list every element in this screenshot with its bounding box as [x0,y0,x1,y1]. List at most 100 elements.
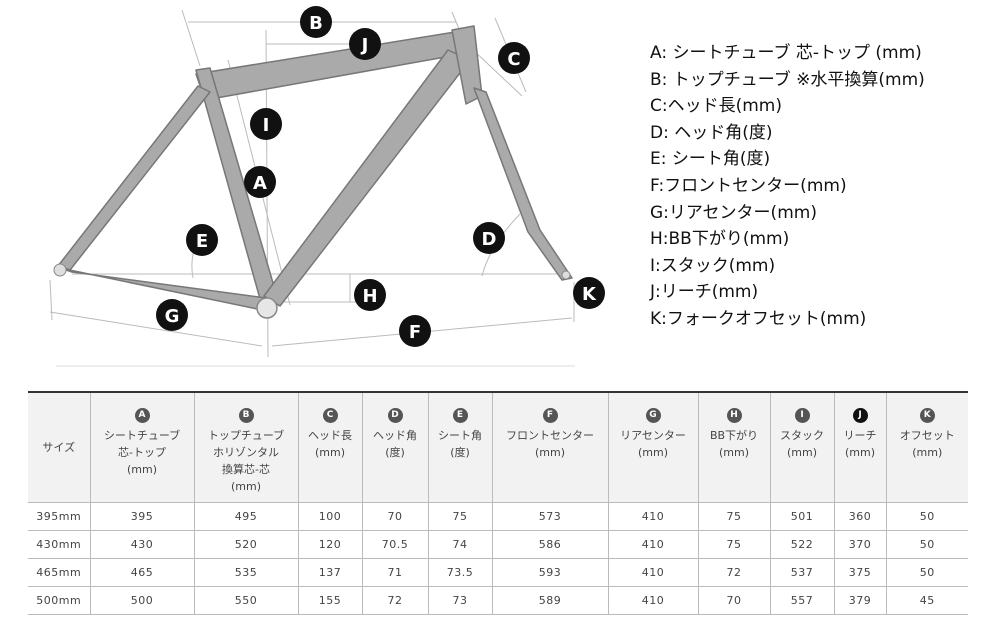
legend-item-j: J:リーチ(mm) [650,282,759,303]
table-row: 395mm 395 495 100 70 75 573 410 75 501 3… [28,502,968,531]
marker-h: H [354,279,386,311]
table-cell: 75 [698,502,771,531]
table-cell: 75 [698,530,771,559]
table-cell: 500 [90,586,195,615]
table-cell: 495 [194,502,299,531]
legend-item-f: F:フロントセンター(mm) [650,175,847,196]
table-cell: 50 [886,558,968,587]
svg-text:B: B [309,13,323,34]
marker-f: F [399,315,431,347]
table-cell: 72 [362,586,429,615]
svg-text:K: K [582,284,597,305]
table-row: 500mm 500 550 155 72 73 589 410 70 557 3… [28,586,968,615]
table-cell: 410 [608,558,699,587]
table-cell: 520 [194,530,299,559]
table-cell: 137 [298,558,363,587]
size-cell: 465mm [28,558,91,587]
marker-g: G [156,299,188,331]
table-cell: 410 [608,502,699,531]
size-cell: 395mm [28,502,91,531]
table-cell: 370 [834,530,887,559]
table-cell: 120 [298,530,363,559]
table-cell: 155 [298,586,363,615]
table-cell: 73 [428,586,493,615]
table-cell: 72 [698,558,771,587]
table-cell: 586 [492,530,609,559]
table-cell: 75 [428,502,493,531]
table-cell: 379 [834,586,887,615]
legend-item-d: D: ヘッド角(度) [650,122,773,143]
marker-k: K [573,277,605,309]
table-cell: 537 [770,558,835,587]
table-cell: 573 [492,502,609,531]
svg-text:E: E [196,231,208,252]
size-cell: 430mm [28,530,91,559]
marker-d: D [473,222,505,254]
table-cell: 410 [608,530,699,559]
table-cell: 410 [608,586,699,615]
marker-e: E [186,224,218,256]
table-cell: 70.5 [362,530,429,559]
table-cell: 74 [428,530,493,559]
table-cell: 593 [492,558,609,587]
legend-item-i: I:スタック(mm) [650,255,776,276]
svg-text:D: D [482,229,497,250]
svg-text:I: I [263,115,270,136]
table-cell: 522 [770,530,835,559]
table-cell: 45 [886,586,968,615]
rear-dropout [53,263,67,277]
table-cell: 550 [194,586,299,615]
table-cell: 465 [90,558,195,587]
svg-text:G: G [165,306,180,327]
size-header: サイズ [28,392,91,503]
svg-text:F: F [409,322,421,343]
table-cell: 71 [362,558,429,587]
bike-frame-diagram: B J C I A E D H K G F [49,6,605,367]
table-cell: 100 [298,502,363,531]
table-cell: 50 [886,502,968,531]
marker-a: A [244,166,276,198]
table-cell: 589 [492,586,609,615]
front-dropout [561,270,571,280]
svg-text:A: A [253,173,267,194]
marker-i: I [250,108,282,140]
frame-tubes [57,25,573,311]
table-cell: 375 [834,558,887,587]
table-cell: 557 [770,586,835,615]
legend-item-g: G:リアセンター(mm) [650,202,817,223]
legend-item-h: H:BB下がり(mm) [650,229,790,250]
table-cell: 395 [90,502,195,531]
table-row: 465mm 465 535 137 71 73.5 593 410 72 537… [28,558,968,587]
table-cell: 360 [834,502,887,531]
svg-text:C: C [507,49,520,70]
marker-c: C [498,42,530,74]
table-cell: 73.5 [428,558,493,587]
table-cell: 501 [770,502,835,531]
geometry-legend: A: シートチューブ 芯-トップ (mm) B: トップチューブ ※水平換算(m… [650,40,925,333]
svg-text:J: J [360,35,369,56]
legend-item-k: K:フォークオフセット(mm) [650,308,867,329]
table-row: 430mm 430 520 120 70.5 74 586 410 75 522… [28,530,968,559]
table-cell: 535 [194,558,299,587]
legend-item-e: E: シート角(度) [650,149,771,170]
table-cell: 70 [698,586,771,615]
marker-b: B [300,6,332,38]
table-cell: 70 [362,502,429,531]
table-cell: 50 [886,530,968,559]
legend-item-c: C:ヘッド長(mm) [650,96,782,117]
bottom-bracket [256,297,278,319]
legend-item-b: B: トップチューブ ※水平換算(mm) [650,69,925,90]
size-cell: 500mm [28,586,91,615]
